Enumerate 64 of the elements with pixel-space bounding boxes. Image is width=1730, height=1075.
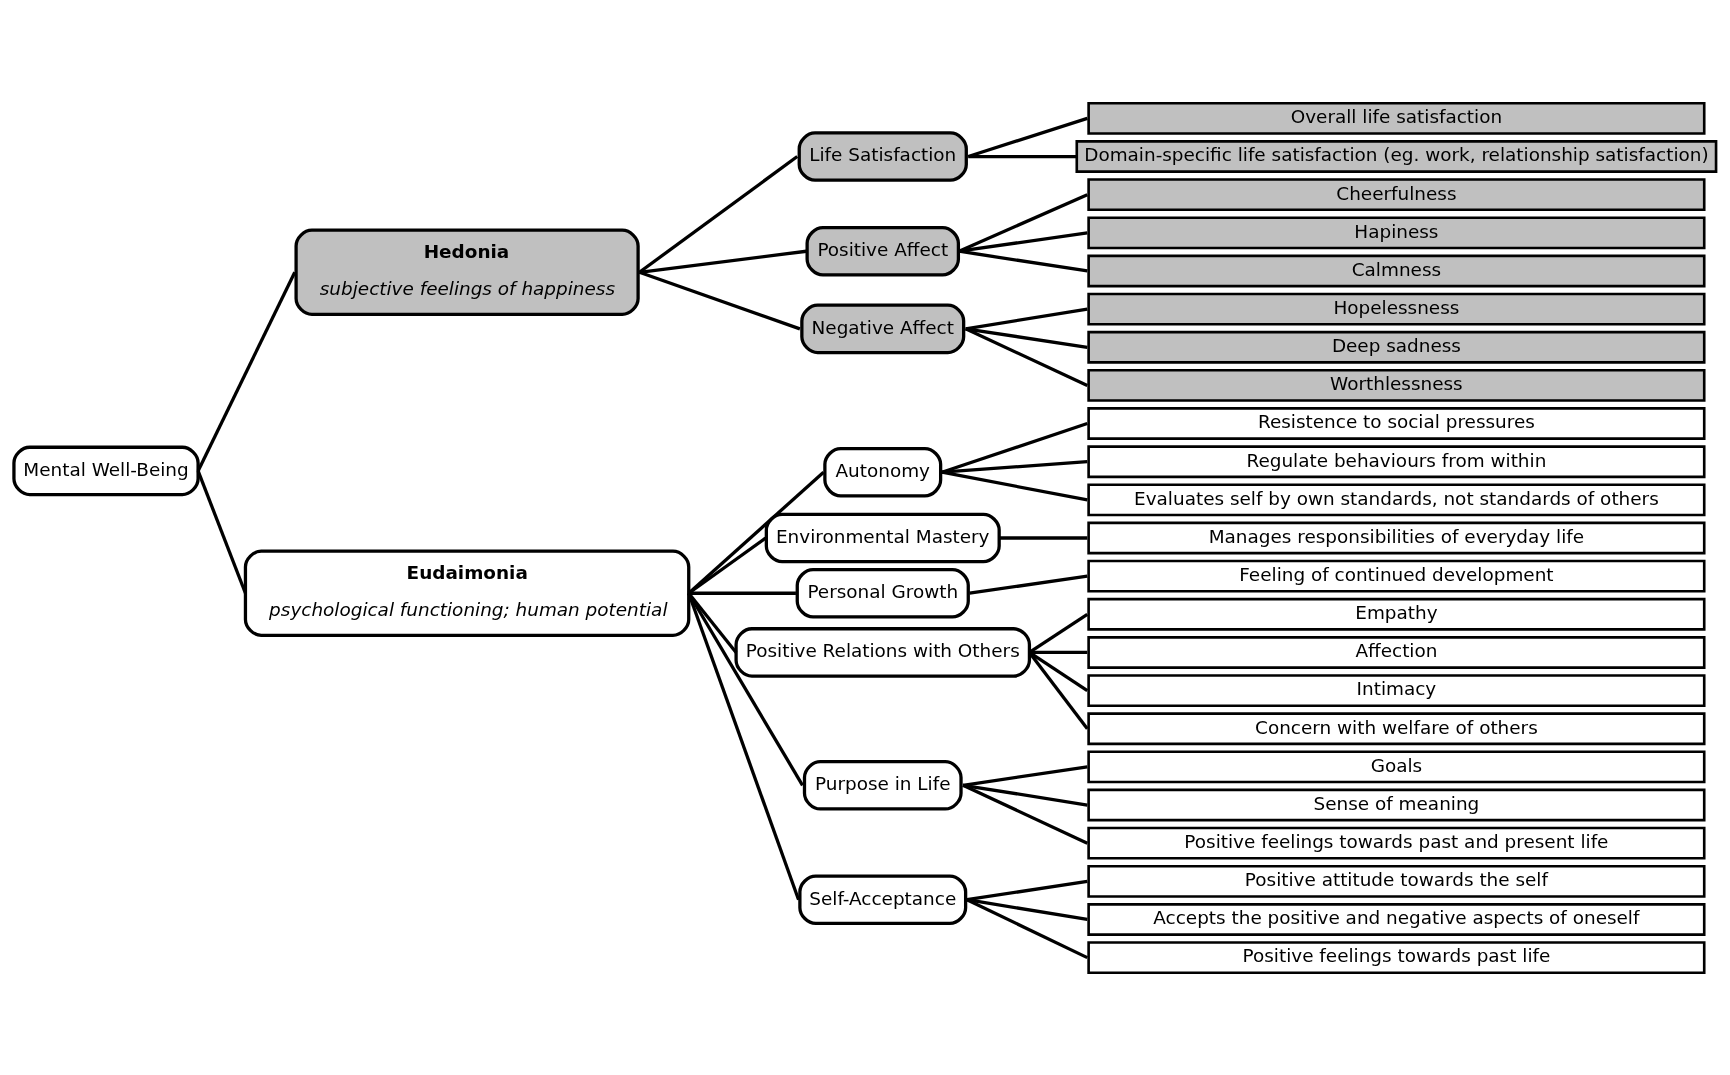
connector xyxy=(962,764,1088,787)
connector xyxy=(966,897,1088,959)
node-box: Positive Affect xyxy=(805,225,961,277)
node-box: Positive Relations with Others xyxy=(734,626,1032,678)
connector xyxy=(1028,612,1089,654)
connector xyxy=(958,192,1088,253)
node-box: Overall life satisfaction xyxy=(1087,101,1706,135)
connector xyxy=(969,574,1088,595)
connector xyxy=(968,154,1077,158)
connector xyxy=(966,897,1088,921)
connector xyxy=(958,249,1088,273)
connector xyxy=(999,535,1088,540)
node-box: Negative Affect xyxy=(800,303,966,354)
node-box: Positive feelings towards past and present life xyxy=(1087,826,1706,860)
connector xyxy=(638,270,801,330)
node-box: Accepts the positive and negative aspects of oneself xyxy=(1087,902,1706,936)
connector xyxy=(1028,650,1089,730)
node-box: Eudaimonia psychological functioning; human potential xyxy=(243,549,691,637)
connector xyxy=(964,326,1088,387)
node-box: Life Satisfaction xyxy=(797,130,968,182)
node-box: Regulate behaviours from within xyxy=(1087,444,1706,478)
node-box: Manages responsibilities of everyday life xyxy=(1087,521,1706,554)
connector xyxy=(941,421,1088,474)
node-box: Hapiness xyxy=(1087,215,1706,249)
connector xyxy=(196,271,297,472)
connector xyxy=(639,249,807,274)
connector xyxy=(688,591,796,595)
connector xyxy=(941,459,1088,474)
connector xyxy=(941,470,1088,501)
node-box: Autonomy xyxy=(823,446,943,498)
node-box: Deep sadness xyxy=(1087,330,1706,364)
node-box: Worthlessness xyxy=(1087,368,1706,402)
node-box: Hedonia subjective feelings of happiness xyxy=(294,228,640,316)
connector xyxy=(958,230,1088,253)
connector xyxy=(1029,650,1088,654)
connector xyxy=(687,592,801,900)
connector xyxy=(965,307,1088,330)
connector xyxy=(638,154,799,274)
node-box: Positive attitude towards the self xyxy=(1087,864,1706,898)
node-box: Self-Acceptance xyxy=(798,873,968,925)
node-box: Goals xyxy=(1087,749,1706,783)
node-box: Sense of meaning xyxy=(1087,788,1706,821)
connector xyxy=(962,783,1088,845)
node-box: Resistence to social pressures xyxy=(1087,406,1706,440)
node-box: Calmness xyxy=(1087,254,1706,287)
node-box: Domain-specific life satisfaction (eg. work, relationship satisfaction) xyxy=(1075,139,1718,173)
node-box: Purpose in Life xyxy=(802,759,963,811)
connector xyxy=(962,783,1088,807)
connector xyxy=(965,326,1088,349)
node-box: Concern with welfare of others xyxy=(1087,711,1706,745)
node-box: Environmental Mastery xyxy=(764,512,1001,563)
node-box: Personal Growth xyxy=(795,567,970,619)
node-box: Positive feelings towards past life xyxy=(1087,940,1706,974)
node-box: Mental Well-Being xyxy=(12,445,200,496)
node-box: Empathy xyxy=(1087,597,1706,631)
node-box: Evaluates self by own standards, not standards of others xyxy=(1087,482,1706,516)
connector xyxy=(196,469,247,594)
node-box: Feeling of continued development xyxy=(1087,559,1706,593)
node-box: Cheerfulness xyxy=(1087,177,1706,211)
node-box: Hopelessness xyxy=(1087,292,1706,326)
node-box: Affection xyxy=(1087,635,1706,669)
connector xyxy=(967,116,1088,158)
connector xyxy=(687,470,825,594)
node-box: Intimacy xyxy=(1087,673,1706,707)
